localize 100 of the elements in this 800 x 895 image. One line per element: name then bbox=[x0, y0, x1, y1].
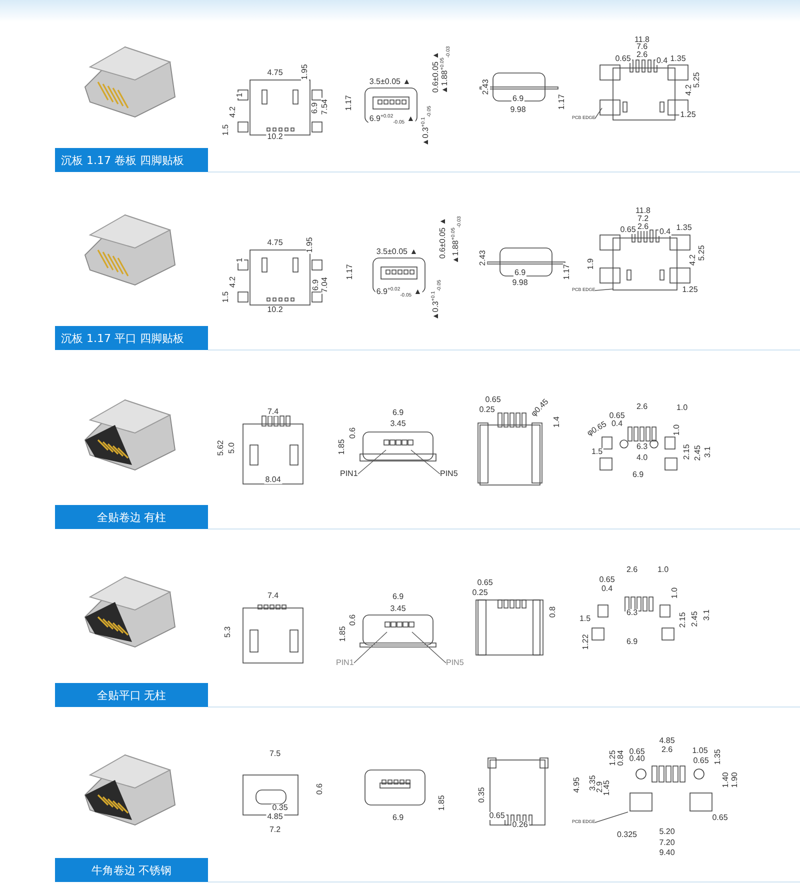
dimension-label: 4.2 bbox=[689, 253, 697, 267]
dimension-label: 1.0 bbox=[673, 423, 681, 437]
dimension-label: 7.54 bbox=[321, 98, 329, 116]
dimension-label: 4.75 bbox=[266, 239, 284, 247]
dimension-label: 5.62 bbox=[217, 439, 225, 457]
pin-label: PIN1 bbox=[340, 470, 358, 478]
dimension-label: 2.6 bbox=[635, 51, 649, 59]
dimension-label: 1.25 bbox=[681, 286, 699, 294]
dimension-label: 7.4 bbox=[266, 592, 280, 600]
dimension-label: 4.75 bbox=[266, 69, 284, 77]
dimension-label: 3.1 bbox=[703, 608, 711, 622]
dimension-label: 1.4 bbox=[553, 415, 561, 429]
pin-label: PIN5 bbox=[440, 470, 458, 478]
dimension-label: 1.25 bbox=[679, 111, 697, 119]
dimension-label: 1.95 bbox=[301, 63, 309, 81]
dimension-label: 1.95 bbox=[306, 236, 314, 254]
dimension-label: 11.8 bbox=[634, 207, 652, 215]
dimension-label: 0.35 bbox=[271, 804, 289, 812]
dimension-label: 1.17 bbox=[346, 263, 354, 281]
leader-line bbox=[354, 632, 388, 664]
dimension-label: 1.5 bbox=[222, 123, 230, 137]
dimension-label: 5.25 bbox=[698, 244, 706, 262]
dimension-label: 5.20 bbox=[658, 828, 676, 836]
dimension-label: 3.1 bbox=[704, 445, 712, 459]
dimension-label: 10.2 bbox=[266, 133, 284, 141]
dimension-label: 0.325 bbox=[616, 831, 638, 839]
section-title-bar: 沉板 1.17 平口 四脚贴板 bbox=[55, 326, 208, 350]
dimension-label: 7.6 bbox=[635, 43, 649, 51]
dimension-label: 6.9 bbox=[311, 101, 319, 115]
dimension-label: 0.65 bbox=[692, 757, 710, 765]
dimension-label: 1.0 bbox=[671, 586, 679, 600]
dimension-label: 0.65 bbox=[488, 812, 506, 820]
dimension-label: 4.2 bbox=[229, 105, 237, 119]
dimension-label: 2.6 bbox=[660, 746, 674, 754]
dimension-label: 4.95 bbox=[573, 776, 581, 794]
dimension-label: 3.45 bbox=[389, 420, 407, 428]
section-title-bar: 沉板 1.17 卷板 四脚贴板 bbox=[55, 148, 208, 172]
dimension-label: 2.45 bbox=[694, 444, 702, 462]
dimension-label: 2.9 bbox=[596, 780, 604, 794]
dimension-label: 9.98 bbox=[509, 106, 527, 114]
dimension-label: 1.0 bbox=[675, 404, 689, 412]
dimension-label: 0.6±0.05 ▲ bbox=[439, 216, 447, 260]
dimension-label: 1.5 bbox=[222, 290, 230, 304]
dimension-label: 9.98 bbox=[511, 279, 529, 287]
dimension-label: 0.65 bbox=[476, 579, 494, 587]
dimension-label: 1.9 bbox=[587, 257, 595, 271]
section-title-bar: 全贴卷边 有柱 bbox=[55, 505, 208, 529]
dimension-label: 0.6 bbox=[316, 782, 324, 796]
dimension-label: 2.6 bbox=[625, 566, 639, 574]
dimension-label: 0.65 bbox=[598, 576, 616, 584]
dimension-label: 7.5 bbox=[268, 750, 282, 758]
dimension-label: 6.9$^{+0.02}$$_{-0.05}$ ▲ bbox=[368, 114, 416, 126]
dimension-label: 3.5±0.05 ▲ bbox=[368, 78, 412, 86]
dimension-label: 2.43 bbox=[482, 78, 490, 96]
dimension-label: 2.15 bbox=[679, 611, 687, 629]
dimension-label: 1.85 bbox=[338, 438, 346, 456]
dimension-label: 11.8 bbox=[634, 36, 650, 44]
dimension-label: 2.15 bbox=[683, 443, 691, 461]
dimension-label: 0.65 bbox=[619, 226, 637, 234]
dimension-label: 7.04 bbox=[321, 276, 329, 294]
dimension-label: 4.2 bbox=[229, 275, 237, 289]
dimension-label: 0.65 bbox=[608, 412, 626, 420]
dimension-label: 4.85 bbox=[266, 813, 284, 821]
dimension-label: 0.6±0.05 ▲ bbox=[432, 50, 440, 94]
dimension-label: 6.9 bbox=[391, 593, 405, 601]
dimension-label: 0.8 bbox=[549, 605, 557, 619]
dimension-label: 0.65 bbox=[711, 814, 729, 822]
dimension-label: 1.35 bbox=[714, 748, 722, 766]
dimension-label: 1.45 bbox=[603, 779, 611, 797]
pin-label: PIN1 bbox=[336, 659, 354, 667]
dimension-label: 8.04 bbox=[264, 476, 282, 484]
dimension-label: 6.9 bbox=[631, 471, 645, 479]
dimension-label: 3.5±0.05 ▲ bbox=[375, 248, 419, 256]
dimension-label: 1.05 bbox=[691, 747, 709, 755]
dimension-label: 1.22 bbox=[582, 633, 590, 651]
dimension-label: 10.2 bbox=[266, 306, 284, 314]
pin-label: PIN5 bbox=[446, 659, 464, 667]
dimension-label: 1.40 bbox=[722, 771, 730, 789]
leader-line bbox=[410, 450, 440, 474]
dimension-label: 5.25 bbox=[693, 71, 701, 89]
dimension-label: 4.85 bbox=[658, 737, 676, 745]
leader-line bbox=[594, 108, 602, 119]
dimension-label: 2.6 bbox=[636, 223, 650, 231]
dimension-label: 0.65 bbox=[484, 396, 502, 404]
dimension-label: 0.84 bbox=[617, 749, 625, 767]
dimension-label: 4.2 bbox=[685, 83, 693, 97]
dimension-label: 1.85 bbox=[339, 625, 347, 643]
dimension-label: 6.9 bbox=[391, 409, 405, 417]
dimension-label: 0.4 bbox=[655, 57, 669, 65]
dimension-label: 9.40 bbox=[658, 849, 676, 857]
dimension-label: 1.17 bbox=[563, 263, 571, 281]
leader-line bbox=[412, 632, 446, 664]
dimension-label: 1 bbox=[236, 256, 244, 264]
dimension-label: 6.3 bbox=[625, 609, 639, 617]
dimension-label: 0.4 bbox=[610, 420, 624, 428]
dimension-label: 1.90 bbox=[731, 771, 739, 789]
dimension-label: 0.6 bbox=[349, 426, 357, 440]
dimension-label: 7.4 bbox=[266, 408, 280, 416]
dimension-label: 1.85 bbox=[438, 794, 446, 812]
leader-line bbox=[594, 812, 628, 823]
